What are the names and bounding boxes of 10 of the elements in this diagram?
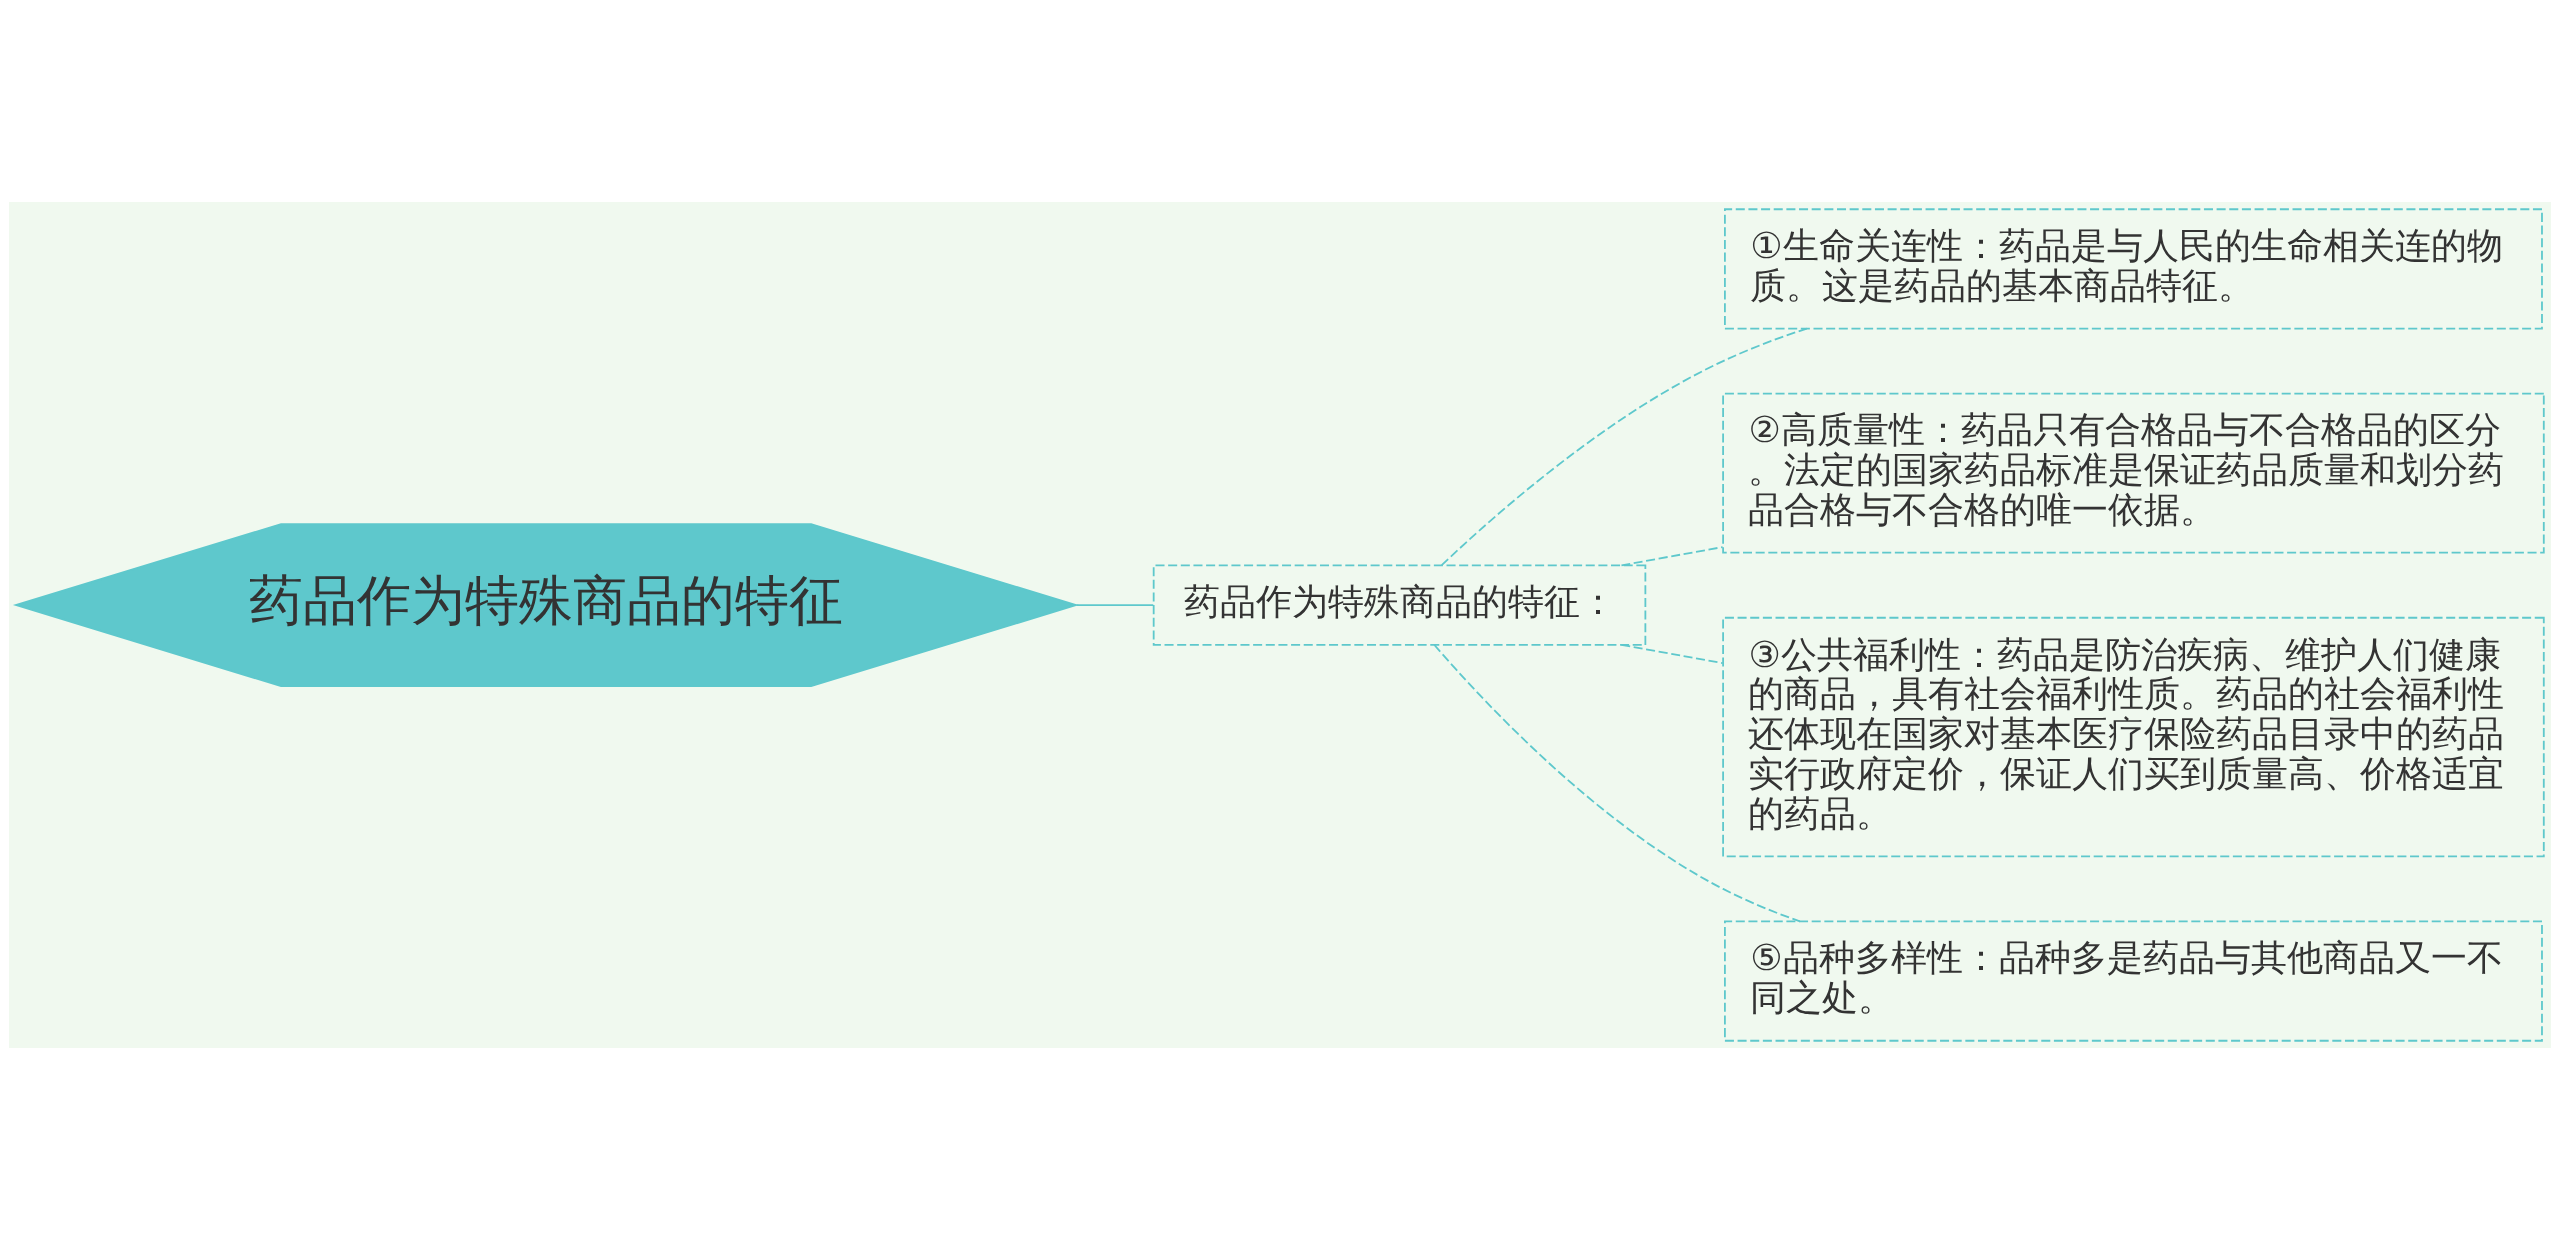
connector — [1075, 603, 1155, 606]
connector — [1433, 643, 1801, 922]
node-box: ⑤品种多样性：品种多是药品与其他商品又一不同之处。 — [1724, 920, 2543, 1042]
node-box: ②高质量性：药品只有合格品与不合格品的区分。法定的国家药品标准是保证药品质量和划分药品合格与不合格的唯一依据。 — [1722, 392, 2545, 554]
connector — [1620, 643, 1724, 664]
node-box: 药品作为特殊商品的特征： — [1152, 563, 1647, 646]
connector — [1440, 327, 1808, 566]
node-box: ③公共福利性：药品是防治疾病、维护人们健康的商品，具有社会福利性质。药品的社会福利性还体现在国家对基本医疗保险药品目录中的药品实行政府定价，保证人们买到质量高、价格适宜的药品。 — [1722, 616, 2545, 857]
node-box: ①生命关连性：药品是与人民的生命相关连的物质。这是药品的基本商品特征。 — [1724, 207, 2543, 329]
connector — [1620, 545, 1724, 566]
